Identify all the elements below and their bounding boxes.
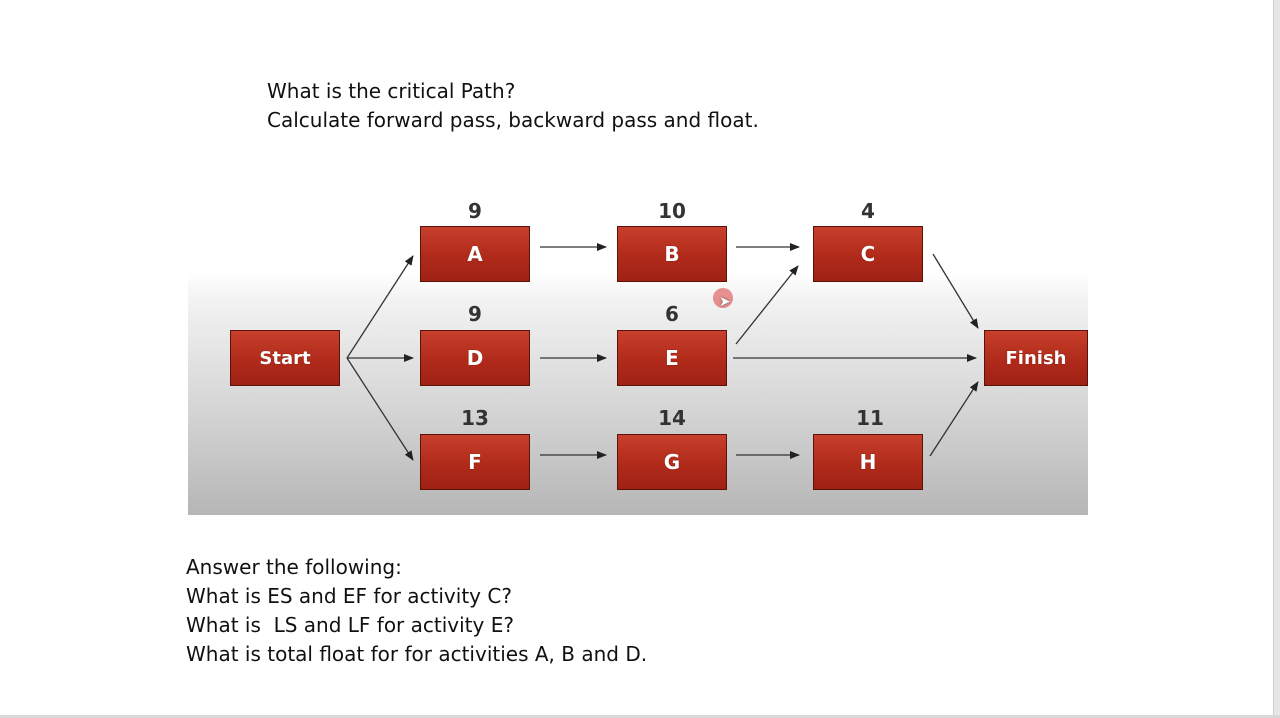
pointer-highlight xyxy=(713,288,733,308)
activity-c-node: C xyxy=(813,226,923,282)
slide-bottom-edge xyxy=(0,715,1280,718)
arrow-c-finish xyxy=(932,253,979,329)
duration-c: 4 xyxy=(861,199,875,223)
duration-g: 14 xyxy=(658,406,686,430)
activity-g-node: G xyxy=(617,434,727,490)
duration-a: 9 xyxy=(468,199,482,223)
activity-e-node: E xyxy=(617,330,727,386)
answer-questions: Answer the following: What is ES and EF … xyxy=(186,553,647,669)
duration-f: 13 xyxy=(461,406,489,430)
start-node: Start xyxy=(230,330,340,386)
duration-d: 9 xyxy=(468,302,482,326)
activity-d-node: D xyxy=(420,330,530,386)
finish-node: Finish xyxy=(984,330,1088,386)
dependency-arrows xyxy=(346,243,979,461)
duration-h: 11 xyxy=(856,406,884,430)
question-block: What is the critical Path? Calculate for… xyxy=(267,77,759,135)
arrow-e-b xyxy=(735,265,799,345)
arrow-start-f xyxy=(346,357,414,461)
slide-edge xyxy=(1273,0,1280,718)
duration-e: 6 xyxy=(665,302,679,326)
activity-b-node: B xyxy=(617,226,727,282)
question-critical-path: What is the critical Path? xyxy=(267,79,516,103)
question-ls-lf-e: What is LS and LF for activity E? xyxy=(186,613,514,637)
arrow-start-a xyxy=(346,255,414,359)
arrow-h-finish xyxy=(929,381,979,457)
answer-heading: Answer the following: xyxy=(186,555,402,579)
question-es-ef-c: What is ES and EF for activity C? xyxy=(186,584,512,608)
question-total-float: What is total float for for activities A… xyxy=(186,642,648,666)
mouse-pointer-icon: ➤ xyxy=(719,293,731,309)
activity-h-node: H xyxy=(813,434,923,490)
question-calculate: Calculate forward pass, backward pass an… xyxy=(267,108,759,132)
activity-a-node: A xyxy=(420,226,530,282)
network-diagram: 9 10 4 9 6 13 14 11 Start A B C D E F G … xyxy=(188,192,1088,515)
duration-b: 10 xyxy=(658,199,686,223)
activity-f-node: F xyxy=(420,434,530,490)
